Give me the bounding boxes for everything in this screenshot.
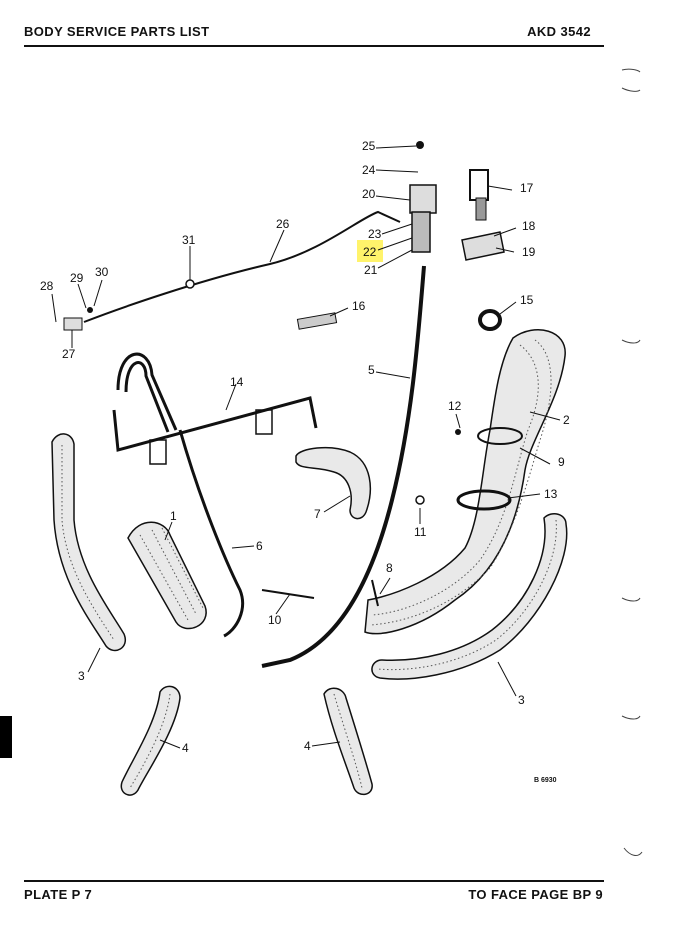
- callout-22: 22: [363, 245, 377, 259]
- callout-27: 27: [62, 347, 76, 361]
- callout-19: 19: [522, 245, 536, 259]
- callout-17: 17: [520, 181, 534, 195]
- footer-rule: [24, 880, 604, 882]
- header-rule: [24, 45, 604, 47]
- part-4-hose-left: [120, 685, 181, 796]
- callout-3-left: 3: [78, 669, 85, 683]
- part-3-hose-left: [51, 433, 127, 652]
- callout-14: 14: [230, 375, 244, 389]
- diagram-reference-code: B 6930: [534, 777, 557, 784]
- plate-label: PLATE P 7: [24, 887, 93, 902]
- callout-11: 11: [414, 525, 427, 539]
- callout-labels: 1 2 3 3 4 4 5 6 7 8 9 10 11 12 13 14 15 …: [40, 139, 570, 755]
- callout-4-left: 4: [182, 741, 189, 755]
- margin-bar: [0, 716, 12, 758]
- part-4-hose-right: [323, 687, 373, 796]
- part-2-hose: [364, 329, 566, 635]
- callout-8: 8: [386, 561, 393, 575]
- valve-assembly: [409, 141, 505, 261]
- face-page-label: TO FACE PAGE BP 9: [468, 887, 603, 902]
- callout-10: 10: [268, 613, 282, 627]
- callout-2: 2: [563, 413, 570, 427]
- callout-26: 26: [276, 217, 290, 231]
- callout-23: 23: [368, 227, 382, 241]
- callout-13: 13: [544, 487, 558, 501]
- part-3-hose-right: [371, 513, 568, 680]
- callout-21: 21: [364, 263, 378, 277]
- highlight-part-22: [357, 240, 383, 262]
- callout-25: 25: [362, 139, 376, 153]
- callout-31: 31: [182, 233, 196, 247]
- callout-7: 7: [314, 507, 321, 521]
- callout-29: 29: [70, 271, 84, 285]
- callout-1: 1: [170, 509, 177, 523]
- callout-5: 5: [368, 363, 375, 377]
- part-1-hose: [127, 521, 207, 630]
- callout-20: 20: [362, 187, 376, 201]
- callout-4-right: 4: [304, 739, 311, 753]
- part-16-grille: [296, 312, 338, 330]
- callout-9: 9: [558, 455, 565, 469]
- callout-18: 18: [522, 219, 536, 233]
- callout-3-right: 3: [518, 693, 525, 707]
- small-parts: [261, 427, 523, 607]
- callout-15: 15: [520, 293, 534, 307]
- page-title: BODY SERVICE PARTS LIST: [24, 24, 210, 39]
- callout-28: 28: [40, 279, 54, 293]
- callout-24: 24: [362, 163, 376, 177]
- callout-12: 12: [448, 399, 462, 413]
- margin-marks: [621, 68, 643, 856]
- part-14-pipe: [112, 352, 318, 465]
- part-15-grommet: [478, 309, 502, 331]
- callout-30: 30: [95, 265, 109, 279]
- leader-lines: [51, 145, 561, 749]
- callout-6: 6: [256, 539, 263, 553]
- part-7-elbow: [295, 446, 372, 520]
- control-cable: [63, 210, 401, 331]
- document-number: AKD 3542: [527, 24, 591, 39]
- callout-16: 16: [352, 299, 366, 313]
- part-6-rod: [178, 429, 245, 638]
